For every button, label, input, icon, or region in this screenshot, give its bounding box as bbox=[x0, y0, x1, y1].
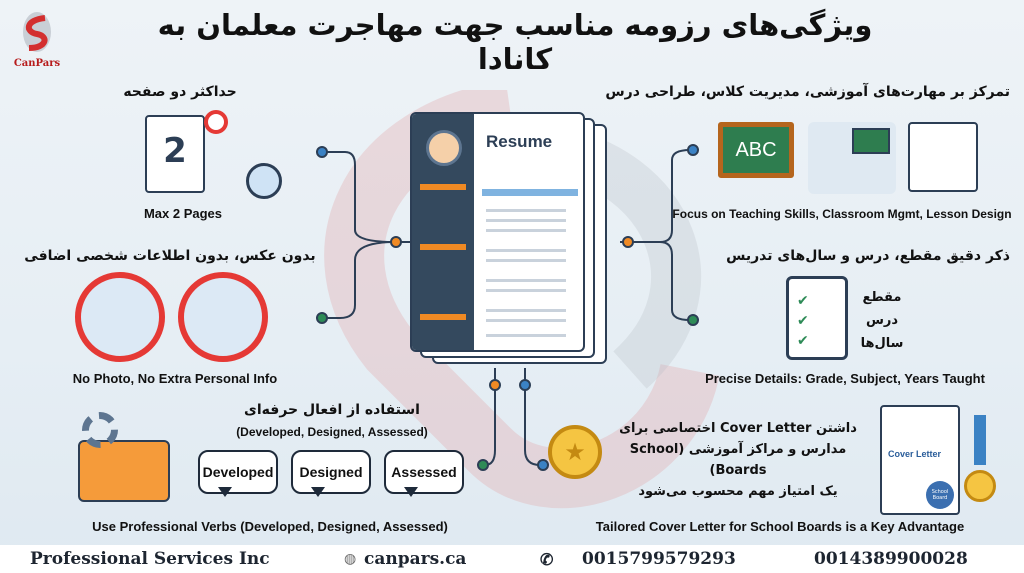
website-link[interactable]: canpars.ca bbox=[364, 549, 467, 569]
avatar-icon bbox=[426, 130, 462, 166]
verbs-subheading: (Developed, Designed, Assessed) bbox=[236, 425, 428, 439]
company-name: Professional Services Inc bbox=[30, 549, 270, 569]
details-heading-fa: ذکر دقیق مقطع، درس و سال‌های تدریس bbox=[726, 248, 1010, 264]
school-board-seal: School Board bbox=[926, 481, 954, 509]
cover-line-2: مدارس و مراکز آموزشی (School Boards) bbox=[629, 442, 847, 478]
pages-caption-en: Max 2 Pages bbox=[143, 206, 223, 221]
footer: Professional Services Inc ◍ canpars.ca ✆… bbox=[0, 545, 1024, 573]
lesson-plan-icon bbox=[908, 122, 978, 192]
logo-mark-icon bbox=[23, 12, 51, 52]
classroom-icon bbox=[808, 122, 896, 194]
skills-heading-fa: تمرکز بر مهارت‌های آموزشی، مدیریت کلاس، … bbox=[605, 84, 1010, 100]
verb-bubble-developed: Developed bbox=[198, 450, 278, 497]
phone-1[interactable]: 0015799579293 bbox=[582, 549, 736, 569]
verbs-caption-en: Use Professional Verbs (Developed, Desig… bbox=[92, 519, 448, 534]
canpars-logo[interactable]: CanPars bbox=[12, 10, 62, 69]
verb-bubble-designed: Designed bbox=[291, 450, 371, 497]
globe-icon: ◍ bbox=[344, 551, 357, 567]
arrow-up-icon bbox=[974, 415, 986, 465]
connector-lines bbox=[316, 144, 699, 471]
cover-letter-document-icon: Cover Letter School Board bbox=[880, 405, 960, 515]
no-sign-icon bbox=[204, 110, 228, 134]
details-item-grade: مقطع bbox=[862, 290, 902, 305]
page-title: ویژگی‌های رزومه مناسب جهت مهاجرت معلمان … bbox=[157, 8, 873, 76]
verb-bubble-assessed: Assessed bbox=[384, 450, 464, 497]
whatsapp-icon: ✆ bbox=[540, 549, 554, 569]
skills-caption-en: Focus on Teaching Skills, Classroom Mgmt… bbox=[672, 207, 1012, 221]
cover-line-3: یک امتیاز مهم محسوب می‌شود bbox=[638, 484, 838, 499]
details-item-subject: درس bbox=[865, 313, 899, 328]
pages-number: 2 bbox=[163, 131, 187, 171]
resume-heading: Resume bbox=[486, 132, 553, 151]
chalkboard-icon: ABC bbox=[718, 122, 794, 178]
details-list: مقطع درس سال‌ها bbox=[852, 286, 912, 355]
verbs-heading-fa: استفاده از افعال حرفه‌ای bbox=[244, 402, 420, 418]
logo-text: CanPars bbox=[13, 58, 61, 69]
cover-doc-title: Cover Letter bbox=[888, 449, 942, 459]
no-id-card-icon bbox=[178, 272, 268, 362]
cover-caption-en: Tailored Cover Letter for School Boards … bbox=[595, 519, 965, 534]
toolbox-icon bbox=[78, 440, 170, 502]
pages-heading-fa: حداکثر دو صفحه bbox=[123, 84, 237, 100]
cover-line-1: داشتن Cover Letter اختصاصی برای bbox=[619, 421, 857, 436]
gear-icon bbox=[82, 412, 118, 448]
document-icon: 2 bbox=[145, 115, 205, 193]
ribbon-icon bbox=[964, 470, 996, 502]
clock-icon bbox=[246, 163, 282, 199]
cover-heading-fa: داشتن Cover Letter اختصاصی برای مدارس و … bbox=[606, 418, 870, 502]
photo-caption-en: No Photo, No Extra Personal Info bbox=[72, 371, 278, 386]
checklist-clipboard-icon: ✔✔✔ bbox=[786, 276, 848, 360]
resume-illustration: Resume bbox=[410, 112, 610, 367]
details-item-years: سال‌ها bbox=[860, 336, 904, 351]
phone-2[interactable]: 0014389900028 bbox=[814, 549, 968, 569]
details-caption-en: Precise Details: Grade, Subject, Years T… bbox=[705, 371, 985, 386]
award-medal-icon: ★ bbox=[548, 425, 602, 479]
photo-heading-fa: بدون عکس، بدون اطلاعات شخصی اضافی bbox=[24, 248, 316, 264]
no-photo-icon bbox=[75, 272, 165, 362]
